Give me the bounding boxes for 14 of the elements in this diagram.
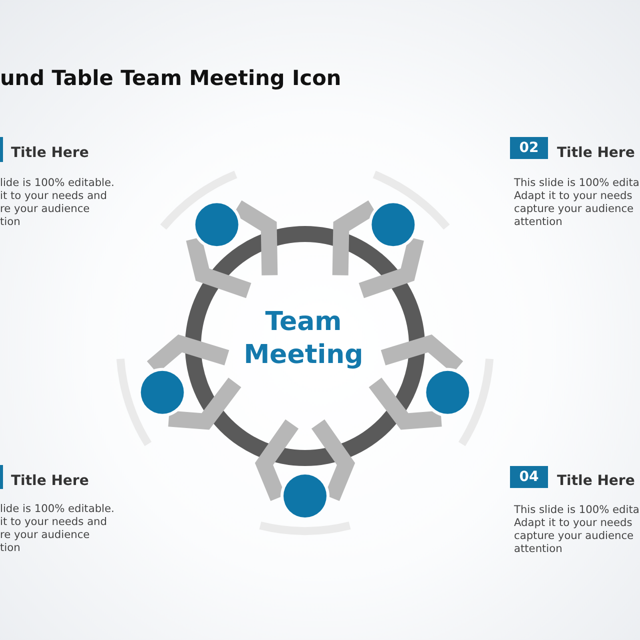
number-badge: 02 [510,137,548,159]
number-badge [0,465,3,489]
number-badge [0,137,3,162]
section-heading: Title Here [11,145,89,161]
description-text: lide is 100% editable. it to your needs and re your audience tion [0,177,114,229]
section-heading: Title Here [557,145,635,161]
description-text: This slide is 100% edita Adapt it to your needs capture your audience attention [514,504,640,556]
section-heading: Title Here [11,473,89,489]
center-label: Team Meeting [242,306,364,372]
slide-title: und Table Team Meeting Icon [0,66,342,90]
number-badge: 04 [510,466,548,488]
description-text: lide is 100% editable. it to your needs and re your audience tion [0,503,114,555]
description-text: This slide is 100% edita Adapt it to your needs capture your audience attention [514,177,640,229]
section-heading: Title Here [557,473,635,489]
